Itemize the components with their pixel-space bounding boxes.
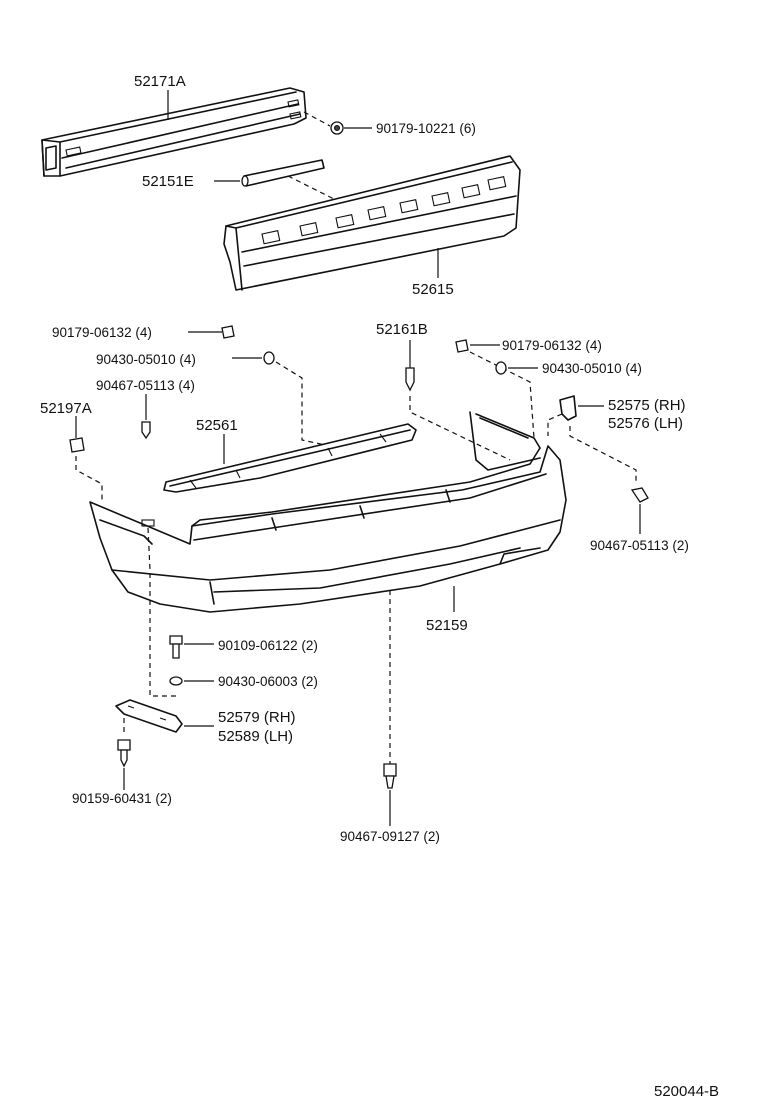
absorber-slots <box>261 176 507 245</box>
bottom-clip-icon <box>383 763 397 826</box>
label-absorber: 52615 <box>412 281 454 298</box>
bumper-cover-part <box>89 411 567 770</box>
label-bolt: 90109-06122 (2) <box>218 638 318 653</box>
diagram-id: 520044-B <box>654 1083 719 1100</box>
clip-left-icon <box>141 394 151 440</box>
label-retainer-nut-left: 90179-06132 (4) <box>52 325 152 340</box>
absorber-part <box>223 155 521 291</box>
label-side-support-lh: 52576 (LH) <box>608 415 683 432</box>
washer-left-icon <box>232 351 331 447</box>
label-clip-left: 90467-05113 (4) <box>96 378 195 393</box>
label-lower-support-lh: 52589 (LH) <box>218 728 293 745</box>
lower-washer-icon <box>169 676 214 686</box>
label-washer-left: 90430-05010 (4) <box>96 352 196 367</box>
lower-support-icon <box>115 699 214 736</box>
washer-right-icon <box>495 361 538 375</box>
label-side-retainer-left: 52197A <box>40 400 92 417</box>
absorber-strip-part <box>214 159 337 201</box>
clip-right-icon <box>630 487 649 534</box>
label-center-bracket: 52561 <box>196 417 238 434</box>
label-absorber-strip: 52151E <box>142 173 194 190</box>
label-reinforcement-nut: 90179-10221 (6) <box>376 121 476 136</box>
label-washer-right: 90430-05010 (4) <box>542 361 642 376</box>
label-center-clip: 52161B <box>376 321 428 338</box>
side-retainer-left-icon <box>69 416 103 500</box>
label-lower-support-rh: 52579 (RH) <box>218 709 296 726</box>
retainer-nut-left-icon <box>188 325 235 339</box>
label-bumper-cover: 52159 <box>426 617 468 634</box>
center-bracket-part <box>163 423 417 493</box>
center-clip-icon <box>405 340 511 461</box>
retainer-nut-right-icon <box>455 339 535 439</box>
label-bottom-clip: 90467-09127 (2) <box>340 829 440 844</box>
side-support-icon <box>547 395 637 484</box>
label-lower-screw: 90159-60431 (2) <box>72 791 172 806</box>
lower-screw-icon <box>117 739 131 790</box>
label-lower-washer: 90430-06003 (2) <box>218 674 318 689</box>
reinforcement-part <box>41 87 307 177</box>
label-clip-right: 90467-05113 (2) <box>590 538 689 553</box>
label-side-support-rh: 52575 (RH) <box>608 397 686 414</box>
reinforcement-nut-icon <box>303 111 372 135</box>
label-retainer-nut-right: 90179-06132 (4) <box>502 338 602 353</box>
label-reinforcement: 52171A <box>134 73 186 90</box>
bolt-icon <box>169 635 214 659</box>
